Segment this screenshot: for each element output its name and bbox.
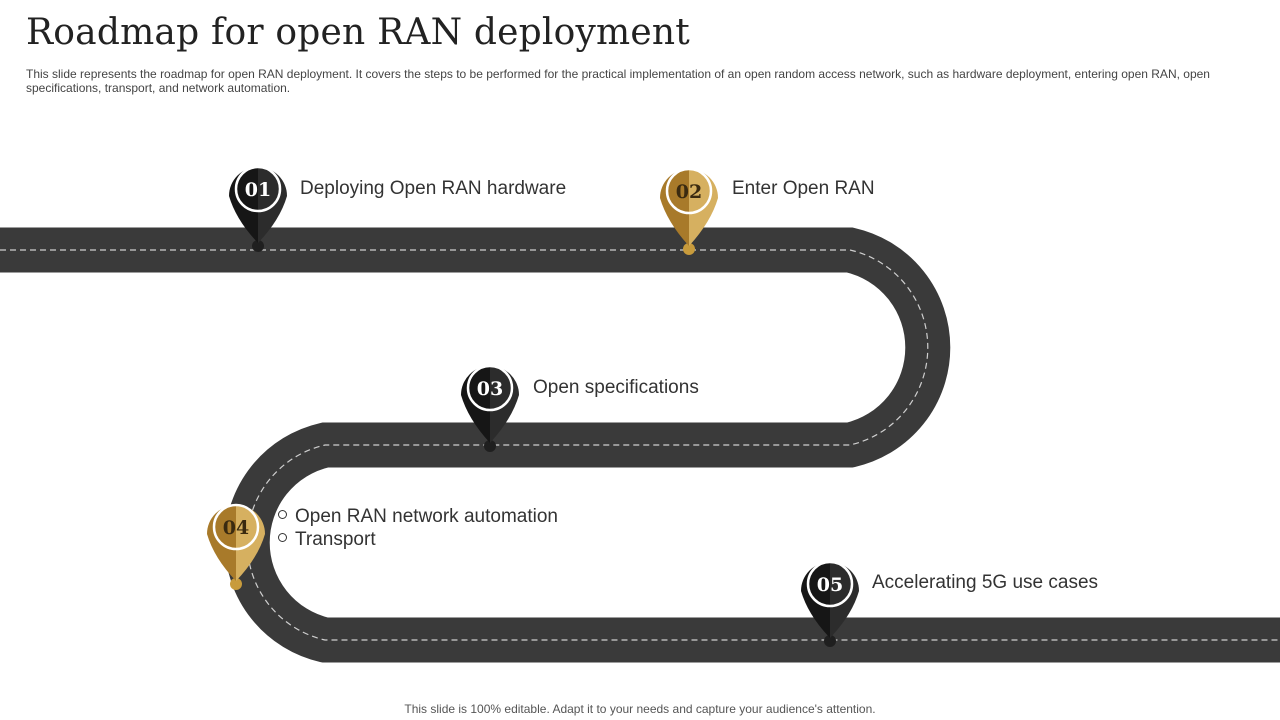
milestone-list-04: Open RAN network automation Transport — [278, 505, 558, 551]
list-item-label: Open RAN network automation — [295, 506, 558, 527]
milestone-pin-02: 02 — [660, 167, 718, 255]
milestone-label-03: Open specifications — [533, 377, 699, 398]
road-lane-marking — [0, 249, 1280, 641]
bullet-icon — [278, 533, 287, 543]
milestone-number: 03 — [477, 378, 503, 400]
footer-note: This slide is 100% editable. Adapt it to… — [404, 702, 876, 716]
list-item: Open RAN network automation — [278, 505, 558, 528]
milestone-pin-04: 04 — [207, 503, 265, 590]
milestone-number: 02 — [676, 181, 702, 203]
milestone-number: 05 — [817, 574, 843, 596]
list-item: Transport — [278, 528, 558, 551]
bullet-icon — [278, 510, 287, 520]
milestone-number: 01 — [245, 179, 271, 201]
milestone-pin-01: 01 — [229, 165, 287, 252]
page-title: Roadmap for open RAN deployment — [26, 12, 690, 53]
page-subtitle: This slide represents the roadmap for op… — [26, 67, 1210, 95]
milestone-label-01: Deploying Open RAN hardware — [300, 178, 567, 199]
milestone-label-05: Accelerating 5G use cases — [872, 572, 1099, 593]
list-item-label: Transport — [295, 529, 376, 550]
milestone-number: 04 — [223, 517, 249, 539]
milestone-label-02: Enter Open RAN — [732, 178, 875, 199]
milestone-pin-03: 03 — [461, 364, 519, 452]
milestone-pin-05: 05 — [801, 560, 859, 647]
